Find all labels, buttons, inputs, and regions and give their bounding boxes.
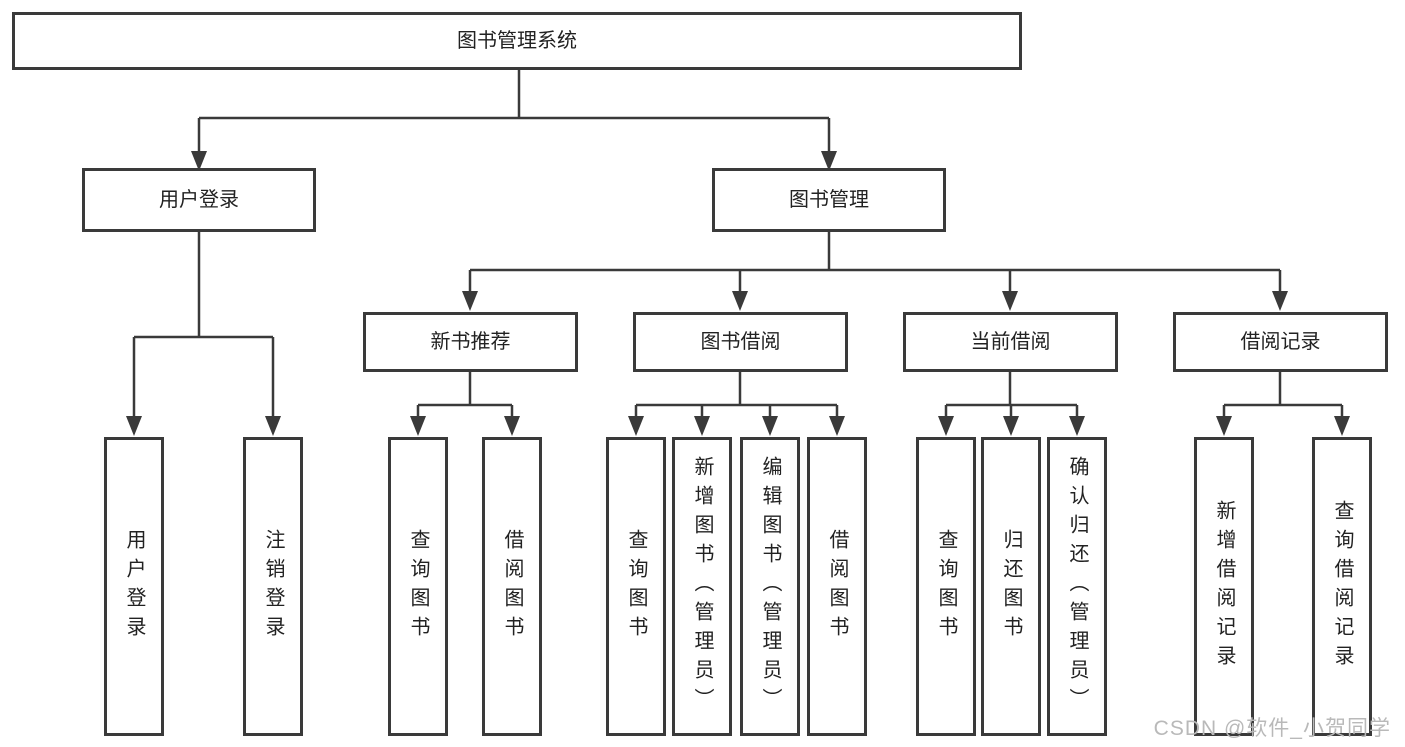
leaf-query-books-current: 查询图书	[916, 437, 976, 736]
leaf-query-books-borrowing: 查询图书	[606, 437, 666, 736]
leaf-edit-books-admin: 编辑图书（管理员）	[740, 437, 800, 736]
csdn-watermark: CSDN @软件_小贺同学	[1153, 717, 1391, 740]
node-new-book-recommend: 新书推荐	[363, 312, 578, 372]
node-borrow-records: 借阅记录	[1173, 312, 1388, 372]
leaf-add-books-admin: 新增图书（管理员）	[672, 437, 732, 736]
node-book-borrowing: 图书借阅	[633, 312, 848, 372]
leaf-query-books-recommend: 查询图书	[388, 437, 448, 736]
leaf-borrow-books: 借阅图书	[807, 437, 867, 736]
node-current-borrowing: 当前借阅	[903, 312, 1118, 372]
leaf-logout: 注销登录	[243, 437, 303, 736]
node-book-management: 图书管理	[712, 168, 946, 232]
leaf-user-login: 用户登录	[104, 437, 164, 736]
leaf-confirm-return-admin: 确认归还（管理员）	[1047, 437, 1107, 736]
leaf-borrow-books-recommend: 借阅图书	[482, 437, 542, 736]
leaf-return-books: 归还图书	[981, 437, 1041, 736]
leaf-add-borrow-record: 新增借阅记录	[1194, 437, 1254, 736]
node-user-login: 用户登录	[82, 168, 316, 232]
node-root-library-system: 图书管理系统	[12, 12, 1022, 70]
leaf-query-borrow-record: 查询借阅记录	[1312, 437, 1372, 736]
